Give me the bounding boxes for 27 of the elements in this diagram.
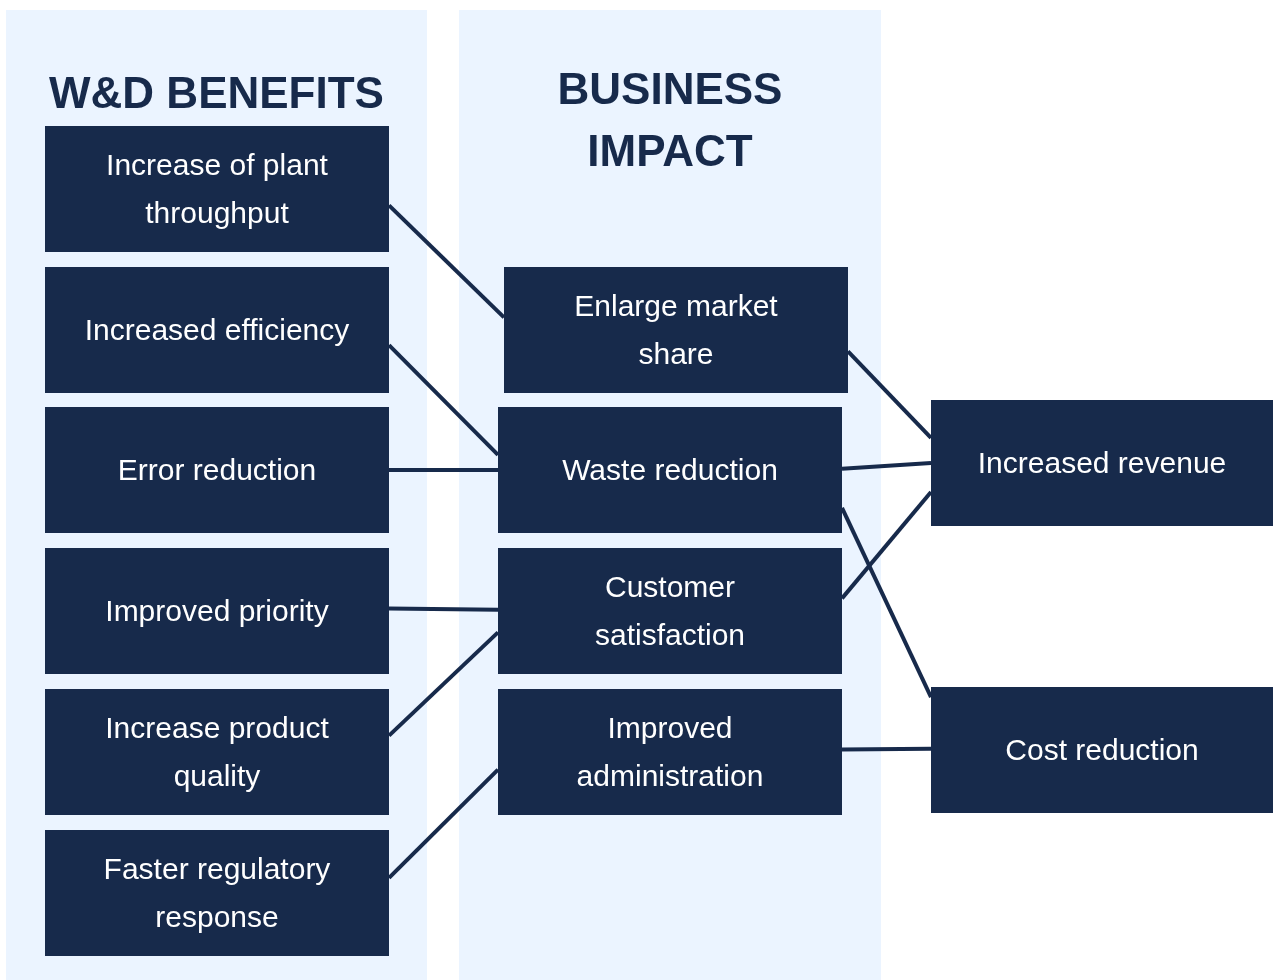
connector-line xyxy=(387,203,506,319)
connector-line xyxy=(841,461,932,471)
connector-line xyxy=(840,506,933,698)
connector-line xyxy=(842,746,931,752)
connector-line xyxy=(388,606,499,612)
panel-heading: W&D BENEFITS xyxy=(49,67,384,119)
process-box: Cost reduction xyxy=(931,687,1273,813)
panel-heading: BUSINESS IMPACT xyxy=(556,63,784,177)
process-box: Increase of plant throughput xyxy=(45,126,389,252)
process-box: Customer satisfaction xyxy=(498,548,842,674)
process-box: Increased efficiency xyxy=(45,267,389,393)
process-box: Waste reduction xyxy=(498,407,842,533)
process-box: Increased revenue xyxy=(931,400,1273,526)
connector-line xyxy=(387,768,500,880)
process-box: Improved administration xyxy=(498,689,842,815)
process-box: Increase product quality xyxy=(45,689,389,815)
connector-line xyxy=(387,630,500,738)
panel-background xyxy=(6,10,427,980)
process-box: Improved priority xyxy=(45,548,389,674)
process-box: Error reduction xyxy=(45,407,389,533)
connector-line xyxy=(387,343,500,457)
process-box: Enlarge market share xyxy=(504,267,848,393)
process-box: Faster regulatory response xyxy=(45,830,389,956)
panel-background xyxy=(459,10,881,980)
connector-line xyxy=(846,350,933,440)
connector-line xyxy=(840,490,933,600)
connector-line xyxy=(389,468,498,472)
